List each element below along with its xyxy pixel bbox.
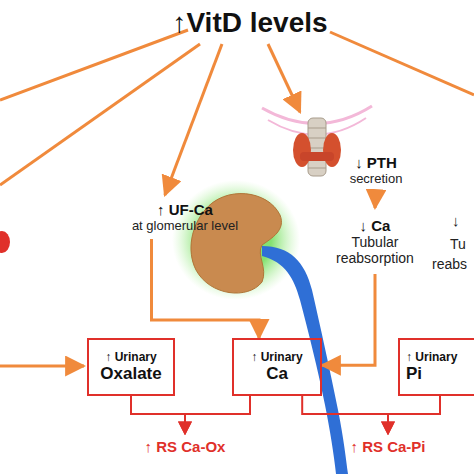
node-text: Oxalate xyxy=(100,364,161,384)
flow-arrow xyxy=(152,239,260,338)
spacer xyxy=(440,232,474,233)
node-text: Tubular reabsorption xyxy=(325,234,425,266)
partial-label: Tu xyxy=(450,236,466,252)
urinary-box: ↑ UrinaryOxalate xyxy=(87,338,175,396)
flow-arrow xyxy=(302,396,388,434)
partial-label: ↓ xyxy=(452,212,460,229)
leader-line xyxy=(0,44,200,185)
partial-organ xyxy=(0,231,10,253)
node-heading: ↑VitD levels xyxy=(172,7,327,39)
node-text: secretion xyxy=(350,171,403,186)
risk-label: ↑ RS Ca-Pi xyxy=(322,434,454,458)
thyroid-lobe xyxy=(323,133,341,167)
risk-label: ↑ RS Ca-Ox xyxy=(120,434,250,458)
flow-arrow xyxy=(375,190,376,208)
node-heading: ↑ Urinary xyxy=(406,350,457,364)
node-text: at glomerular level xyxy=(132,218,238,233)
main-factor: ↑VitD levels xyxy=(150,2,350,44)
kidney-glow xyxy=(172,180,300,300)
partial-label: reabs xyxy=(432,256,467,272)
node-heading: ↓ Ca xyxy=(360,217,391,234)
node-text: Ca xyxy=(266,364,288,384)
leader-line xyxy=(330,32,474,95)
node-heading: ↓ PTH xyxy=(355,154,397,171)
node-text: Pi xyxy=(406,364,422,384)
node-heading: ↑ RS Ca-Pi xyxy=(350,438,425,455)
leader-line xyxy=(0,30,188,100)
node-heading: ↑ UF-Ca xyxy=(157,201,213,218)
node-heading: ↑ Urinary xyxy=(251,350,302,364)
thyroid-lobe xyxy=(293,133,311,167)
flow-arrow xyxy=(185,396,250,434)
urinary-box: ↑ UrinaryCa xyxy=(232,338,322,396)
filtration-label: ↑ UF-Caat glomerular level xyxy=(118,195,252,239)
flow-arrow xyxy=(165,44,222,195)
flow-arrow xyxy=(131,396,185,434)
node-heading: ↑ RS Ca-Ox xyxy=(145,438,226,455)
incoming-arrow xyxy=(0,365,84,368)
hormone-label: ↓ PTHsecretion xyxy=(335,150,417,190)
urinary-box: ↑ UrinaryPi xyxy=(398,338,474,396)
thyroid-isthmus xyxy=(300,152,334,161)
node-heading: ↑ Urinary xyxy=(105,350,156,364)
thyroid-arrow xyxy=(268,44,300,112)
reabsorption-label: ↓ CaTubular reabsorption xyxy=(325,208,425,274)
flow-arrow xyxy=(388,396,440,434)
flow-arrow xyxy=(322,274,375,365)
